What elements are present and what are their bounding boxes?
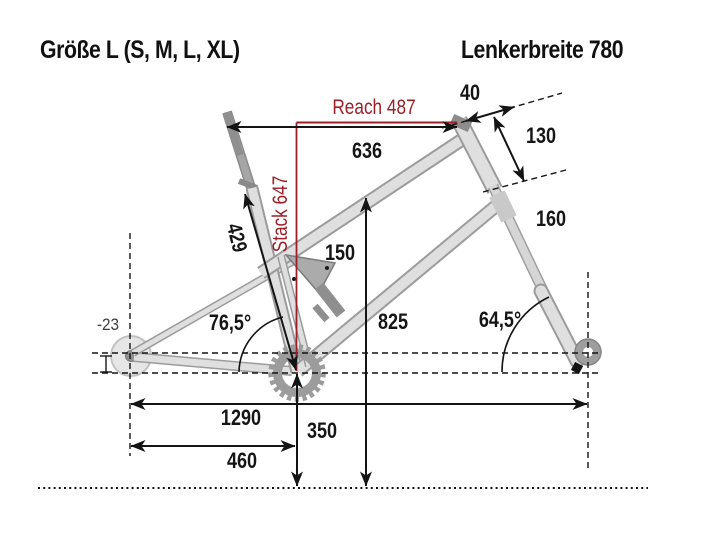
seat-angle-arc	[238, 316, 284, 373]
head-angle-label: 64,5°	[478, 307, 522, 332]
seat-angle-label: 76,5°	[208, 310, 252, 335]
shock	[314, 282, 346, 318]
fork-dropout	[570, 361, 584, 375]
head-tube-dimension-line	[493, 116, 525, 182]
size-title: Größe L (S, M, L, XL)	[40, 36, 240, 64]
stack-label: Stack 647	[269, 175, 292, 253]
rear-travel-label: 150	[324, 240, 356, 265]
seat-tube-dimension-line	[243, 193, 298, 371]
stem-length-label: 40	[459, 80, 481, 105]
fork-travel-label: 160	[535, 206, 567, 231]
chainstay-label: 460	[226, 448, 258, 473]
fork-crown	[489, 190, 517, 223]
fork-lower-leg	[535, 285, 583, 367]
top-tube-label: 636	[351, 138, 383, 163]
down-tube	[294, 202, 500, 375]
guide-lines	[38, 92, 648, 489]
seatpost-collar	[237, 178, 259, 191]
handlebar-width-label: Lenkerbreite 780	[461, 36, 624, 64]
headtube-bottom-guide	[482, 169, 567, 193]
headset-top-cap	[449, 113, 473, 133]
rocker-bolt	[292, 277, 296, 281]
head-angle-arc	[501, 296, 550, 373]
stem-dimension-line	[465, 105, 515, 123]
head-tube-label: 130	[525, 123, 557, 148]
standover-label: 825	[377, 309, 409, 334]
dimension-lines	[130, 105, 588, 487]
wheelbase-label: 1290	[220, 405, 262, 430]
bb-height-label: 350	[306, 418, 338, 443]
bb-drop-label: -23	[96, 315, 120, 334]
shock-lower	[312, 303, 330, 323]
rocker-bolt	[325, 266, 329, 270]
reach-label: Reach 487	[332, 96, 416, 119]
seatpost-upper	[223, 110, 244, 157]
head-tube	[453, 117, 501, 193]
